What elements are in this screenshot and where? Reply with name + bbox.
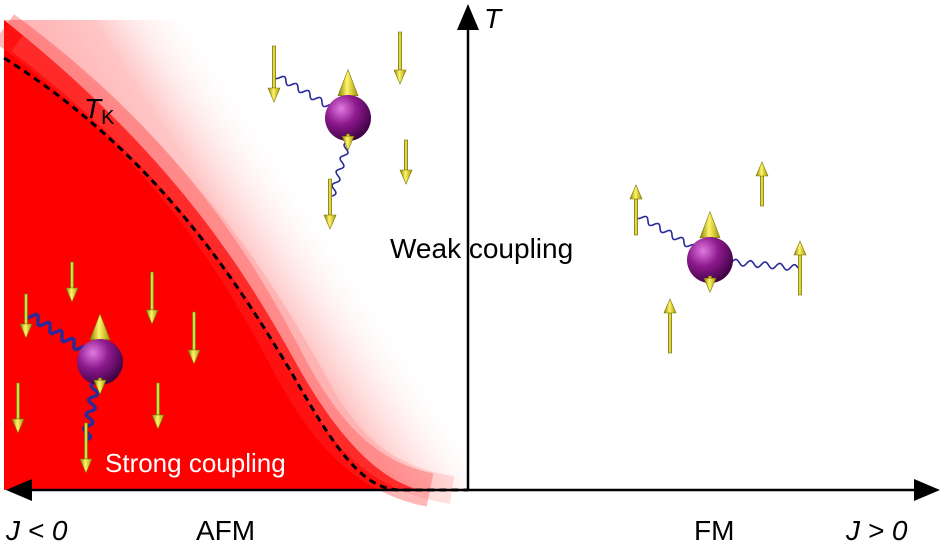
y-axis-label: T	[484, 3, 503, 34]
weak-coupling-afm-cluster	[267, 31, 413, 230]
strong-coupling-label: Strong coupling	[105, 448, 286, 478]
conduction-spin-down-1	[19, 293, 33, 339]
afm-conduction-spin-2	[393, 31, 407, 85]
impurity-afm-sphere	[325, 95, 371, 141]
impurity-strong-sphere	[77, 339, 123, 385]
impurity-fm-sphere	[687, 237, 733, 283]
impurity-fm	[687, 210, 733, 293]
kondo-curve-subscript: K	[101, 107, 115, 129]
kondo-temperature-curve	[3, 56, 468, 492]
impurity-strong	[77, 312, 123, 395]
region-left-label: AFM	[196, 515, 255, 546]
axis-x-right-label: J > 0	[845, 515, 908, 546]
fm-conduction-spin-4	[663, 298, 677, 354]
axis-x-left-label: J < 0	[5, 515, 68, 546]
strong-coupling-edge-soft	[0, 14, 434, 507]
strong-coupling-edge-soft-2	[11, 28, 455, 504]
afm-conduction-spin-4	[323, 178, 337, 230]
region-right-label: FM	[694, 515, 734, 546]
afm-conduction-spin-3	[399, 139, 413, 185]
strong-coupling-cluster	[11, 261, 201, 474]
y-axis-arrowhead	[457, 4, 479, 30]
axes	[6, 4, 940, 501]
spin-clusters	[11, 31, 807, 474]
conduction-spin-down-7	[79, 422, 93, 474]
conduction-spin-down-6	[151, 382, 165, 430]
afm-conduction-spin-1	[267, 45, 281, 103]
weak-coupling-label: Weak coupling	[390, 233, 573, 264]
weak-coupling-line-2	[331, 141, 349, 197]
kondo-curve-label: TK	[84, 93, 115, 129]
conduction-spin-down-4	[187, 311, 201, 365]
conduction-spin-down-5	[11, 382, 25, 434]
impurity-fm-spin-tail	[703, 275, 717, 293]
fm-conduction-spin-2	[755, 161, 769, 207]
conduction-spin-down-2	[65, 261, 79, 303]
fm-cluster	[629, 161, 807, 354]
x-axis-left-arrowhead	[6, 479, 32, 501]
fm-conduction-spin-1	[629, 184, 643, 236]
x-axis-right-arrowhead	[914, 479, 940, 501]
impurity-afm-spin-tail	[341, 133, 355, 151]
impurity-afm	[325, 68, 371, 151]
impurity-strong-spin-tail	[93, 377, 107, 395]
fm-conduction-spin-3	[793, 240, 807, 296]
conduction-spin-down-3	[145, 271, 159, 325]
